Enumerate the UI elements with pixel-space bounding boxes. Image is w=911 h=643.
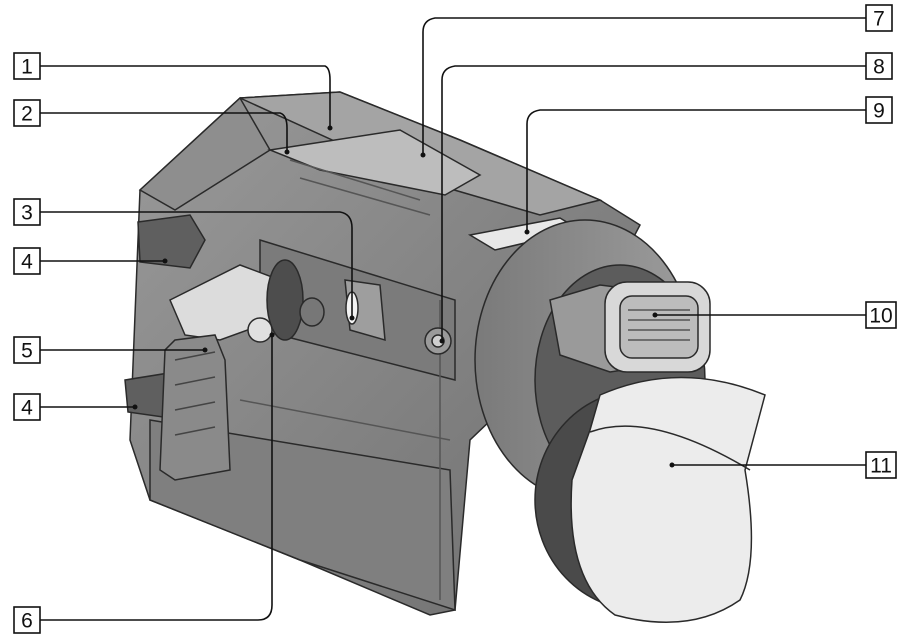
callout-label-5: 5 — [21, 340, 33, 363]
lever — [344, 279, 386, 342]
camera-body — [129, 91, 641, 616]
callout-leaders — [40, 17, 866, 621]
callout-7: 7 — [865, 4, 893, 32]
leader-dots — [132, 125, 675, 468]
leader-2 — [40, 112, 288, 152]
callout-label-2: 2 — [21, 103, 33, 126]
callout-label-11: 11 — [870, 455, 892, 478]
leader-1 — [40, 65, 331, 128]
callout-9: 9 — [865, 96, 893, 124]
callout-6: 6 — [13, 606, 41, 634]
callout-4b: 4 — [13, 393, 41, 421]
laser-unit — [549, 281, 711, 373]
callout-4a: 4 — [13, 247, 41, 275]
callout-label-1: 1 — [21, 56, 33, 79]
callout-label-10: 10 — [869, 305, 892, 328]
callout-1: 1 — [13, 52, 41, 80]
callout-label-6: 6 — [21, 610, 33, 633]
callout-label-8: 8 — [873, 56, 885, 79]
leader-3 — [40, 211, 353, 318]
leader-6 — [40, 335, 273, 621]
callout-label-7: 7 — [873, 8, 885, 31]
callout-label-9: 9 — [873, 100, 885, 123]
callout-5: 5 — [13, 336, 41, 364]
callout-label-4a: 4 — [21, 251, 33, 274]
callout-8: 8 — [865, 52, 893, 80]
callout-10: 10 — [865, 301, 897, 329]
leader-7 — [422, 17, 866, 155]
callout-label-4b: 4 — [21, 397, 33, 420]
callout-2: 2 — [13, 99, 41, 127]
lens-hood — [570, 376, 766, 623]
leader-9 — [526, 109, 866, 232]
round-button — [424, 327, 452, 355]
focus-wheel — [247, 259, 325, 343]
callout-label-3: 3 — [21, 202, 33, 225]
callout-3: 3 — [13, 198, 41, 226]
leader-8 — [441, 65, 866, 341]
callout-11: 11 — [865, 451, 897, 479]
